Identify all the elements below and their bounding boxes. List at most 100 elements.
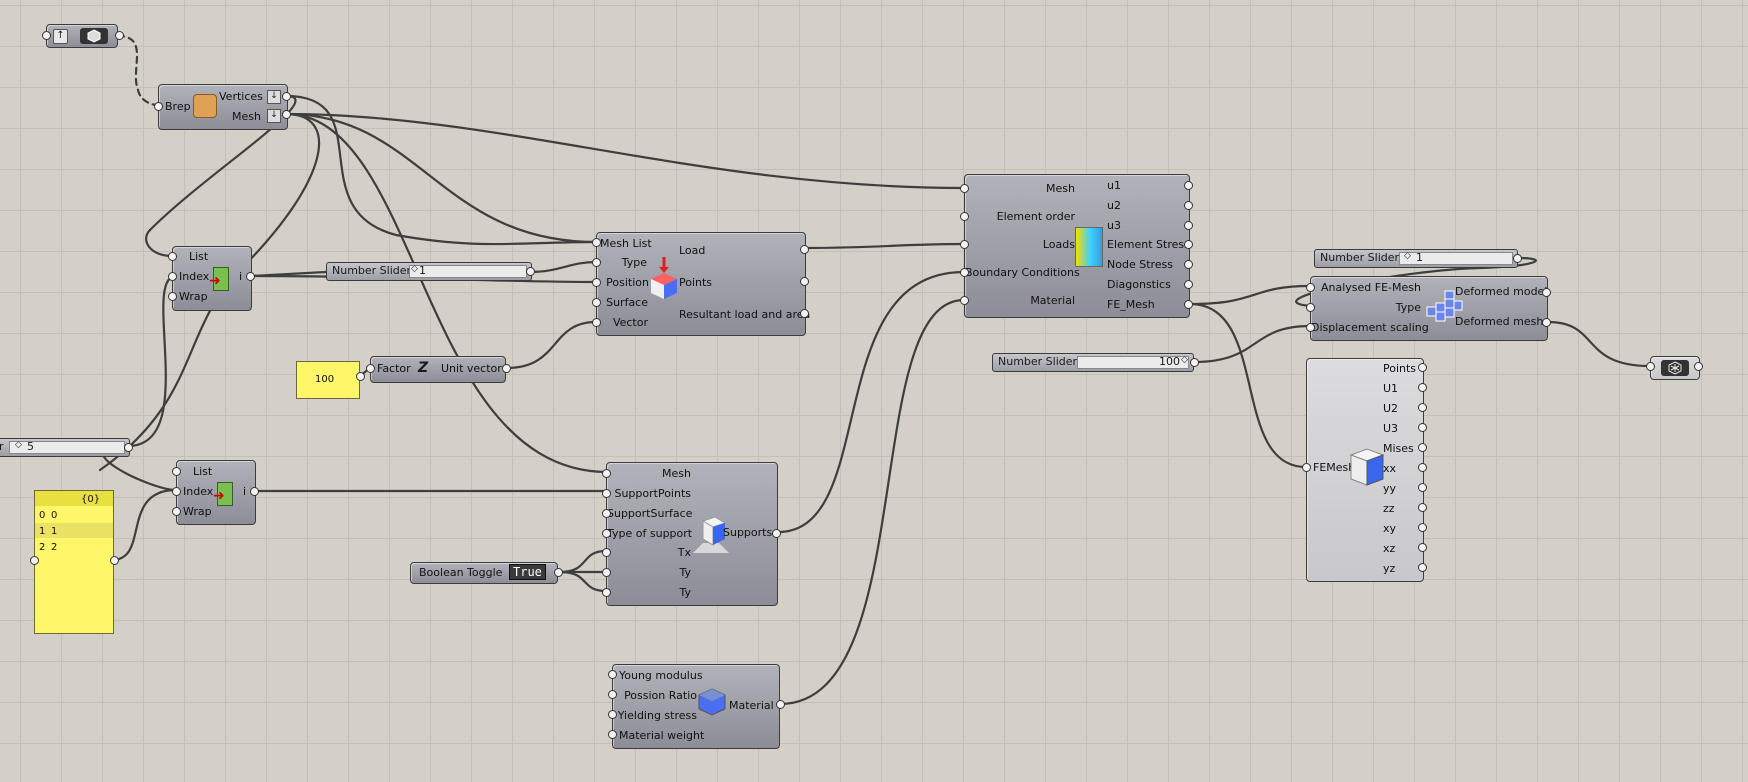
material-input-grip[interactable] — [608, 670, 617, 679]
femesh-output-grip[interactable] — [1418, 563, 1427, 572]
geometry-output-grip[interactable] — [115, 31, 124, 40]
slider-five-output-grip[interactable] — [124, 443, 133, 452]
index-list-panel[interactable]: {0} 0 0 1 1 2 2 — [34, 490, 114, 634]
supports-input-grip[interactable] — [602, 568, 611, 577]
supports-input-grip[interactable] — [602, 529, 611, 538]
deform-input-grip[interactable] — [1306, 283, 1315, 292]
femesh-output-grip[interactable] — [1418, 363, 1427, 372]
deform-input-grip[interactable] — [1306, 323, 1315, 332]
list2-output-grip[interactable] — [250, 487, 259, 496]
analysis-input-grip[interactable] — [960, 268, 969, 277]
toggle-name: Boolean Toggle — [419, 566, 503, 579]
brep-input-grip[interactable] — [154, 102, 163, 111]
deform-component[interactable]: Analysed FE-Mesh Type Displacement scali… — [1310, 276, 1548, 341]
list2-index-grip[interactable] — [172, 487, 181, 496]
number-slider-index[interactable]: Number Slider 1 ◇ — [326, 262, 532, 281]
unit-vector-output-grip[interactable] — [502, 364, 511, 373]
material-input-grip[interactable] — [608, 690, 617, 699]
boolean-toggle[interactable]: Boolean Toggle True — [410, 562, 558, 584]
femesh-output-grip[interactable] — [1418, 423, 1427, 432]
femesh-output-grip[interactable] — [1418, 403, 1427, 412]
toggle-output-grip[interactable] — [554, 568, 563, 577]
material-input-grip[interactable] — [608, 710, 617, 719]
femesh-output-grip[interactable] — [1418, 483, 1427, 492]
load-output-grip[interactable] — [800, 309, 809, 318]
preview-output-grip[interactable] — [1694, 362, 1703, 371]
analysis-input-grip[interactable] — [960, 184, 969, 193]
supports-input-grip[interactable] — [602, 489, 611, 498]
wire-femesh-deform — [1188, 284, 1312, 306]
slider-index-output-grip[interactable] — [526, 267, 535, 276]
load-input-grip[interactable] — [592, 298, 601, 307]
femesh-output-grip[interactable] — [1418, 543, 1427, 552]
analysis-output-grip[interactable] — [1184, 221, 1193, 230]
number-slider-scaling[interactable]: Number Slider 100 ◇ — [992, 353, 1194, 372]
geometry-input-grip[interactable] — [42, 31, 51, 40]
femesh-input-grip[interactable] — [1302, 463, 1311, 472]
list2-wrap-grip[interactable] — [172, 507, 181, 516]
femesh-output-grip[interactable] — [1418, 383, 1427, 392]
number-slider-five[interactable]: r 5 ◇ — [0, 438, 130, 457]
preview-component[interactable] — [1650, 356, 1700, 380]
material-input-grip[interactable] — [608, 730, 617, 739]
factor-panel-output-grip[interactable] — [356, 372, 365, 381]
panel-input-grip[interactable] — [30, 556, 39, 565]
supports-component[interactable]: Mesh SupportPoints SupportSurface Type o… — [606, 462, 778, 606]
femesh-output-grip[interactable] — [1418, 503, 1427, 512]
geometry-param-component[interactable]: ↑ — [46, 24, 118, 48]
load-input-grip[interactable] — [592, 238, 601, 247]
slider-type-output-grip[interactable] — [1513, 254, 1522, 263]
load-input-grip[interactable] — [592, 318, 601, 327]
supports-output-grip[interactable] — [772, 529, 781, 538]
toggle-value[interactable]: True — [509, 564, 546, 580]
load-input-grip[interactable] — [592, 258, 601, 267]
load-input-grip[interactable] — [592, 278, 601, 287]
material-output-grip[interactable] — [776, 700, 785, 709]
load-component[interactable]: Mesh List Type Position Surface Vector L… — [596, 232, 810, 336]
material-component[interactable]: Young modulus Possion Ratio Yielding str… — [612, 664, 780, 749]
femesh-output-grip[interactable] — [1418, 443, 1427, 452]
analysis-output-grip[interactable] — [1184, 280, 1193, 289]
list-item-component-1[interactable]: List Index Wrap ➜ i — [172, 246, 252, 311]
analysis-output-grip[interactable] — [1184, 300, 1193, 309]
vertices-output-grip[interactable] — [282, 92, 291, 101]
deform-output-grip[interactable] — [1542, 288, 1551, 297]
analysis-output-grip[interactable] — [1184, 260, 1193, 269]
supports-input-grip[interactable] — [602, 588, 611, 597]
load-output-grip[interactable] — [800, 245, 809, 254]
list-item-component-2[interactable]: List Index Wrap ➜ i — [176, 460, 256, 525]
fe-analysis-component[interactable]: Mesh Element order Loads Boundary Condit… — [964, 174, 1190, 318]
femesh-output-grip[interactable] — [1418, 463, 1427, 472]
femesh-results-component[interactable]: FEMesh Points U1 U2 U3 Mises xx yy zz xy… — [1306, 358, 1424, 582]
brep-component[interactable]: Brep Vertices Mesh ↓ ↓ — [158, 84, 288, 130]
analysis-input-grip[interactable] — [960, 240, 969, 249]
analysis-output-grip[interactable] — [1184, 181, 1193, 190]
supports-input-grip[interactable] — [602, 469, 611, 478]
mesh-output-grip[interactable] — [282, 110, 291, 119]
analysis-input-grip[interactable] — [960, 296, 969, 305]
slider-track[interactable] — [1077, 356, 1189, 369]
number-slider-type[interactable]: Number Slider 1 ◇ — [1314, 249, 1518, 268]
analysis-output-grip[interactable] — [1184, 240, 1193, 249]
unit-vector-component[interactable]: Factor Z Unit vector — [370, 356, 506, 383]
preview-input-grip[interactable] — [1646, 362, 1655, 371]
femesh-output-grip[interactable] — [1418, 523, 1427, 532]
supports-input-grip[interactable] — [602, 548, 611, 557]
list1-output-grip[interactable] — [246, 272, 255, 281]
analysis-input-grip[interactable] — [960, 212, 969, 221]
analysis-output-grip[interactable] — [1184, 201, 1193, 210]
list1-list-grip[interactable] — [168, 252, 177, 261]
list2-list-grip[interactable] — [172, 467, 181, 476]
panel-output-grip[interactable] — [110, 556, 119, 565]
list1-wrap-grip[interactable] — [168, 292, 177, 301]
load-output-grip[interactable] — [800, 277, 809, 286]
slider-scaling-output-grip[interactable] — [1190, 358, 1199, 367]
deform-input-grip[interactable] — [1306, 303, 1315, 312]
slider-track[interactable] — [409, 265, 527, 278]
unit-vector-input-grip[interactable] — [366, 364, 375, 373]
list1-index-grip[interactable] — [168, 272, 177, 281]
slider-track[interactable] — [1399, 252, 1513, 265]
factor-value-panel[interactable]: 100 — [296, 361, 360, 399]
supports-input-grip[interactable] — [602, 509, 611, 518]
deform-output-grip[interactable] — [1542, 318, 1551, 327]
